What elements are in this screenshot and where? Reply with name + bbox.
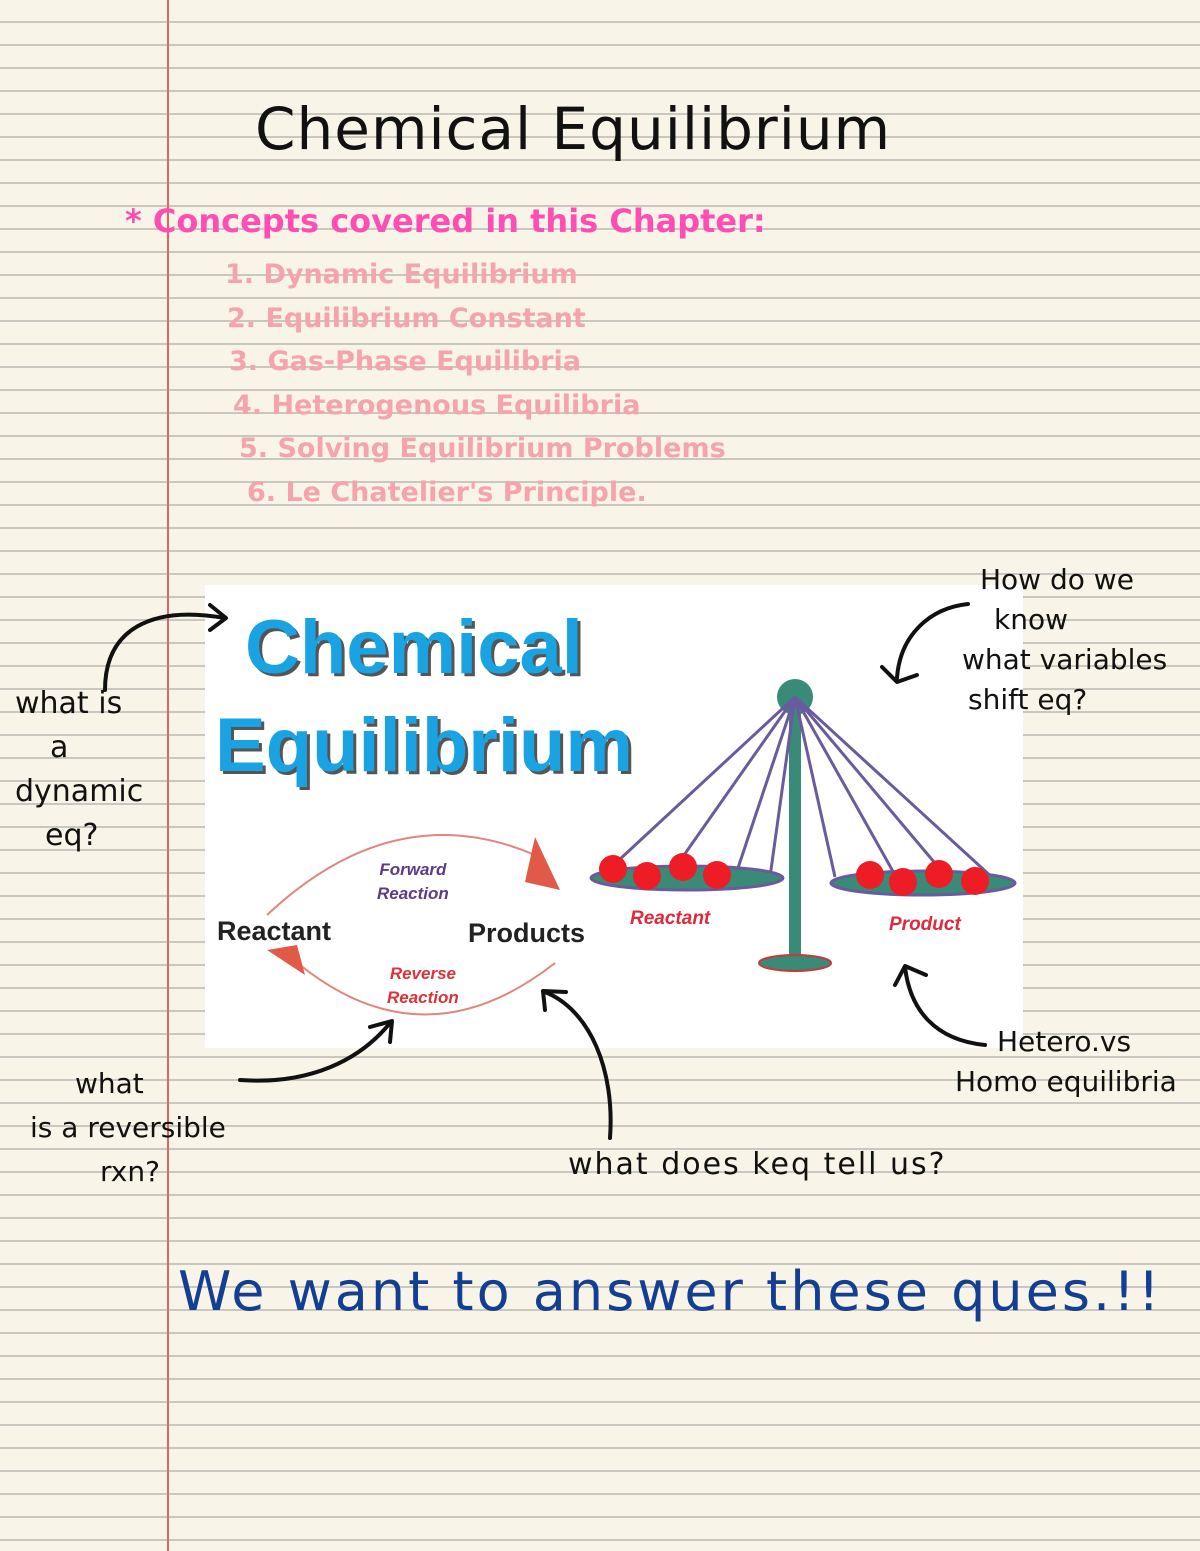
reverse-reaction-label: Reverse Reaction	[387, 964, 459, 1007]
arrow-hetero	[903, 965, 987, 1047]
concepts-list: 1. Dynamic Equilibrium 2. Equilibrium Co…	[225, 253, 726, 515]
balance-reactant-label: Reactant	[630, 908, 711, 929]
note-hetero: Hetero.vs Homo equilibria	[955, 1025, 1177, 1098]
forward-arrowhead	[525, 837, 560, 890]
concept-item: 2. Equilibrium Constant	[227, 302, 586, 334]
products-label: Products	[468, 918, 586, 948]
note-reversible: what is a reversible rxn?	[30, 1067, 226, 1188]
margin-line	[167, 0, 169, 1551]
page-title: Chemical Equilibrium	[255, 95, 892, 163]
balance-product-label: Product	[889, 914, 961, 935]
concept-item: 4. Heterogenous Equilibria	[233, 389, 641, 421]
reaction-cycle-diagram	[266, 679, 1017, 1016]
concept-item: 5. Solving Equilibrium Problems	[239, 433, 726, 465]
reactant-label: Reactant	[217, 916, 332, 946]
infographic-title-line2: Equilibrium	[215, 703, 633, 788]
reverse-arrowhead	[267, 945, 305, 975]
arrow-reversible	[238, 1021, 392, 1083]
footer-note: We want to answer these ques.!!	[178, 1260, 1163, 1323]
concept-item: 3. Gas-Phase Equilibria	[229, 346, 581, 378]
concept-item: 6. Le Chatelier's Principle.	[247, 476, 647, 508]
arrow-dynamic	[103, 612, 227, 692]
equilibrium-infographic: Chemical Equilibrium	[205, 585, 1023, 1048]
note-variables: How do we know what variables shift eq?	[962, 563, 1168, 716]
infographic-title-line1: Chemical	[245, 605, 583, 690]
note-dynamic: what is a dynamic eq?	[15, 686, 144, 853]
arrow-keq	[543, 990, 613, 1140]
arrow-variables	[895, 602, 970, 680]
concepts-heading: * Concepts covered in this Chapter:	[125, 202, 766, 240]
forward-reaction-label: Forward Reaction	[377, 860, 449, 903]
balance-scale	[589, 679, 1017, 972]
concept-item: 1. Dynamic Equilibrium	[225, 259, 578, 290]
note-keq: what does keq tell us?	[568, 1147, 947, 1182]
